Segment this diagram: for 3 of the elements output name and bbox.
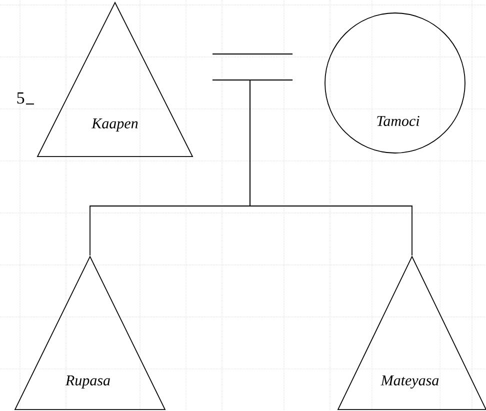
marriage-line (212, 54, 293, 80)
figure-number: 5 (17, 92, 34, 104)
descent-line (250, 80, 412, 256)
